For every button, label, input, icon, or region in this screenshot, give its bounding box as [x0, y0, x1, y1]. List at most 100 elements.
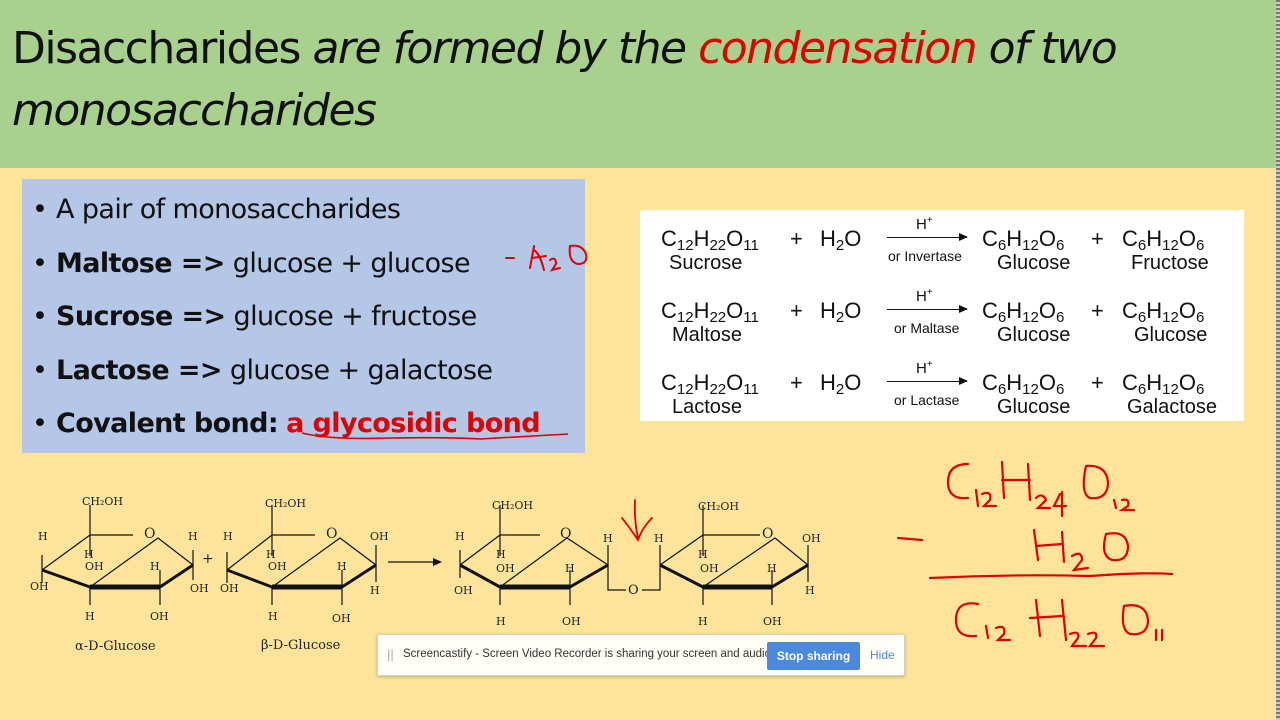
- svg-text:H: H: [38, 530, 48, 543]
- svg-text:OH: OH: [562, 615, 581, 628]
- svg-text:CH₂OH: CH₂OH: [265, 497, 306, 510]
- bullet-bold: Sucrose =>: [56, 301, 226, 332]
- svg-text:H: H: [496, 615, 506, 628]
- svg-text:H: H: [85, 610, 95, 623]
- plus-sign: +: [790, 226, 803, 251]
- sharing-message: Screencastify - Screen Video Recorder is…: [403, 648, 775, 660]
- svg-text:H: H: [266, 548, 276, 561]
- svg-text:H: H: [455, 530, 465, 543]
- title-condensation: condensation: [698, 23, 978, 74]
- handwritten-minus-h2o: [505, 244, 588, 272]
- enzyme-label: or Maltase: [894, 320, 960, 336]
- slide-title: Disaccharides are formed by the condensa…: [12, 18, 1262, 142]
- product1-formula: C6H12O6: [982, 370, 1065, 398]
- svg-text:H: H: [84, 548, 94, 561]
- svg-text:OH: OH: [220, 582, 239, 595]
- bullet-item: • Covalent bond: a glycosidic bond: [32, 397, 541, 451]
- svg-text:H: H: [698, 615, 708, 628]
- bullet-text: glucose + galactose: [221, 354, 493, 386]
- glycosidic-bond-text: a glycosidic bond: [286, 408, 541, 439]
- reactant-name: Sucrose: [669, 252, 743, 274]
- bullet-text: glucose + glucose: [224, 247, 471, 279]
- water-formula: H2O: [820, 226, 862, 254]
- stop-sharing-button[interactable]: Stop sharing: [767, 642, 860, 670]
- product1-formula: C6H12O6: [982, 226, 1065, 254]
- svg-text:OH: OH: [150, 610, 169, 623]
- catalyst-label: H+: [916, 215, 933, 233]
- equation-maltose: C12H22O11 Maltose + H2O H+ or Maltase C6…: [640, 282, 1244, 352]
- enzyme-label: or Lactase: [894, 392, 960, 408]
- bullet-item: •Maltose => glucose + glucose: [32, 237, 540, 291]
- product1-formula: C6H12O6: [982, 298, 1065, 326]
- bullet-dot-icon: •: [32, 194, 48, 225]
- handwritten-calculation: [896, 460, 1174, 648]
- reaction-arrow-icon: [887, 305, 968, 313]
- product1-name: Glucose: [997, 252, 1071, 274]
- equation-sucrose: C12H22O11 Sucrose + H2O H+ or Invertase …: [640, 210, 1244, 280]
- product2-formula: C6H12O6: [1122, 226, 1205, 254]
- svg-text:OH: OH: [700, 562, 719, 575]
- svg-text:OH: OH: [763, 615, 782, 628]
- product1-name: Glucose: [997, 324, 1071, 346]
- title-phrase-end: of two monosaccharides: [12, 23, 1118, 136]
- bullet-item: •Sucrose => glucose + fructose: [32, 290, 540, 344]
- product1-name: Glucose: [997, 396, 1071, 418]
- svg-text:H: H: [767, 562, 777, 575]
- reactant-name: Lactose: [672, 396, 743, 418]
- bullet-text: glucose + fructose: [225, 301, 478, 332]
- product2-formula: C6H12O6: [1122, 298, 1205, 326]
- bullet-item: • A pair of monosaccharides: [32, 183, 540, 237]
- reaction-arrow-icon: [887, 377, 968, 385]
- svg-text:OH: OH: [454, 584, 473, 597]
- svg-text:H: H: [654, 532, 664, 545]
- bullet-item: •Lactose => glucose + galactose: [32, 344, 540, 398]
- bullet-bold: Covalent bond:: [56, 408, 279, 439]
- handwritten-underline: [301, 432, 569, 440]
- ch2oh-label: CH₂OH: [82, 495, 123, 508]
- water-formula: H2O: [820, 370, 862, 398]
- reactant-formula: C12H22O11: [661, 298, 759, 326]
- bullet-bold: Maltose =>: [56, 247, 225, 279]
- catalyst-label: H+: [916, 359, 933, 377]
- svg-text:+: +: [202, 551, 214, 567]
- alpha-glucose-label: α-D-Glucose: [75, 639, 156, 654]
- svg-text:H: H: [698, 548, 708, 561]
- svg-text:H: H: [603, 532, 613, 545]
- reactant-formula: C12H22O11: [661, 370, 759, 398]
- svg-text:O: O: [144, 526, 155, 542]
- svg-text:OH: OH: [268, 560, 287, 573]
- hide-link[interactable]: Hide: [870, 648, 895, 662]
- product2-name: Fructose: [1131, 252, 1209, 274]
- beta-glucose-label: β-D-Glucose: [261, 638, 341, 653]
- window-edge-strip: [1276, 0, 1280, 720]
- svg-text:OH: OH: [370, 530, 389, 543]
- svg-text:O: O: [560, 526, 571, 542]
- svg-text:OH: OH: [85, 560, 104, 573]
- bullet-text: A pair of monosaccharides: [56, 194, 401, 225]
- svg-text:H: H: [805, 584, 815, 597]
- catalyst-label: H+: [916, 287, 933, 305]
- svg-text:CH₂OH: CH₂OH: [698, 500, 739, 513]
- hydrolysis-equations-panel: C12H22O11 Sucrose + H2O H+ or Invertase …: [640, 210, 1244, 421]
- reactant-name: Maltose: [672, 324, 743, 346]
- svg-text:H: H: [565, 562, 575, 575]
- reactant-formula: C12H22O11: [661, 226, 759, 254]
- drag-handle-icon[interactable]: ||: [387, 647, 394, 662]
- bullet-dot-icon: •: [32, 408, 48, 439]
- svg-text:O: O: [762, 526, 773, 542]
- bullet-bold: Lactose =>: [56, 354, 223, 386]
- enzyme-label: or Invertase: [888, 248, 962, 264]
- svg-text:H: H: [223, 530, 233, 543]
- svg-text:O: O: [326, 526, 337, 542]
- svg-text:H: H: [268, 610, 278, 623]
- bullet-box: •A pair of monosaccharides •Maltose => g…: [22, 179, 585, 453]
- title-disaccharides: Disaccharides: [12, 23, 301, 74]
- product2-name: Glucose: [1134, 324, 1208, 346]
- title-bar: Disaccharides are formed by the condensa…: [0, 0, 1276, 168]
- product2-formula: C6H12O6: [1122, 370, 1205, 398]
- plus-sign: +: [790, 370, 803, 395]
- product2-name: Galactose: [1127, 396, 1218, 418]
- svg-text:OH: OH: [190, 582, 209, 595]
